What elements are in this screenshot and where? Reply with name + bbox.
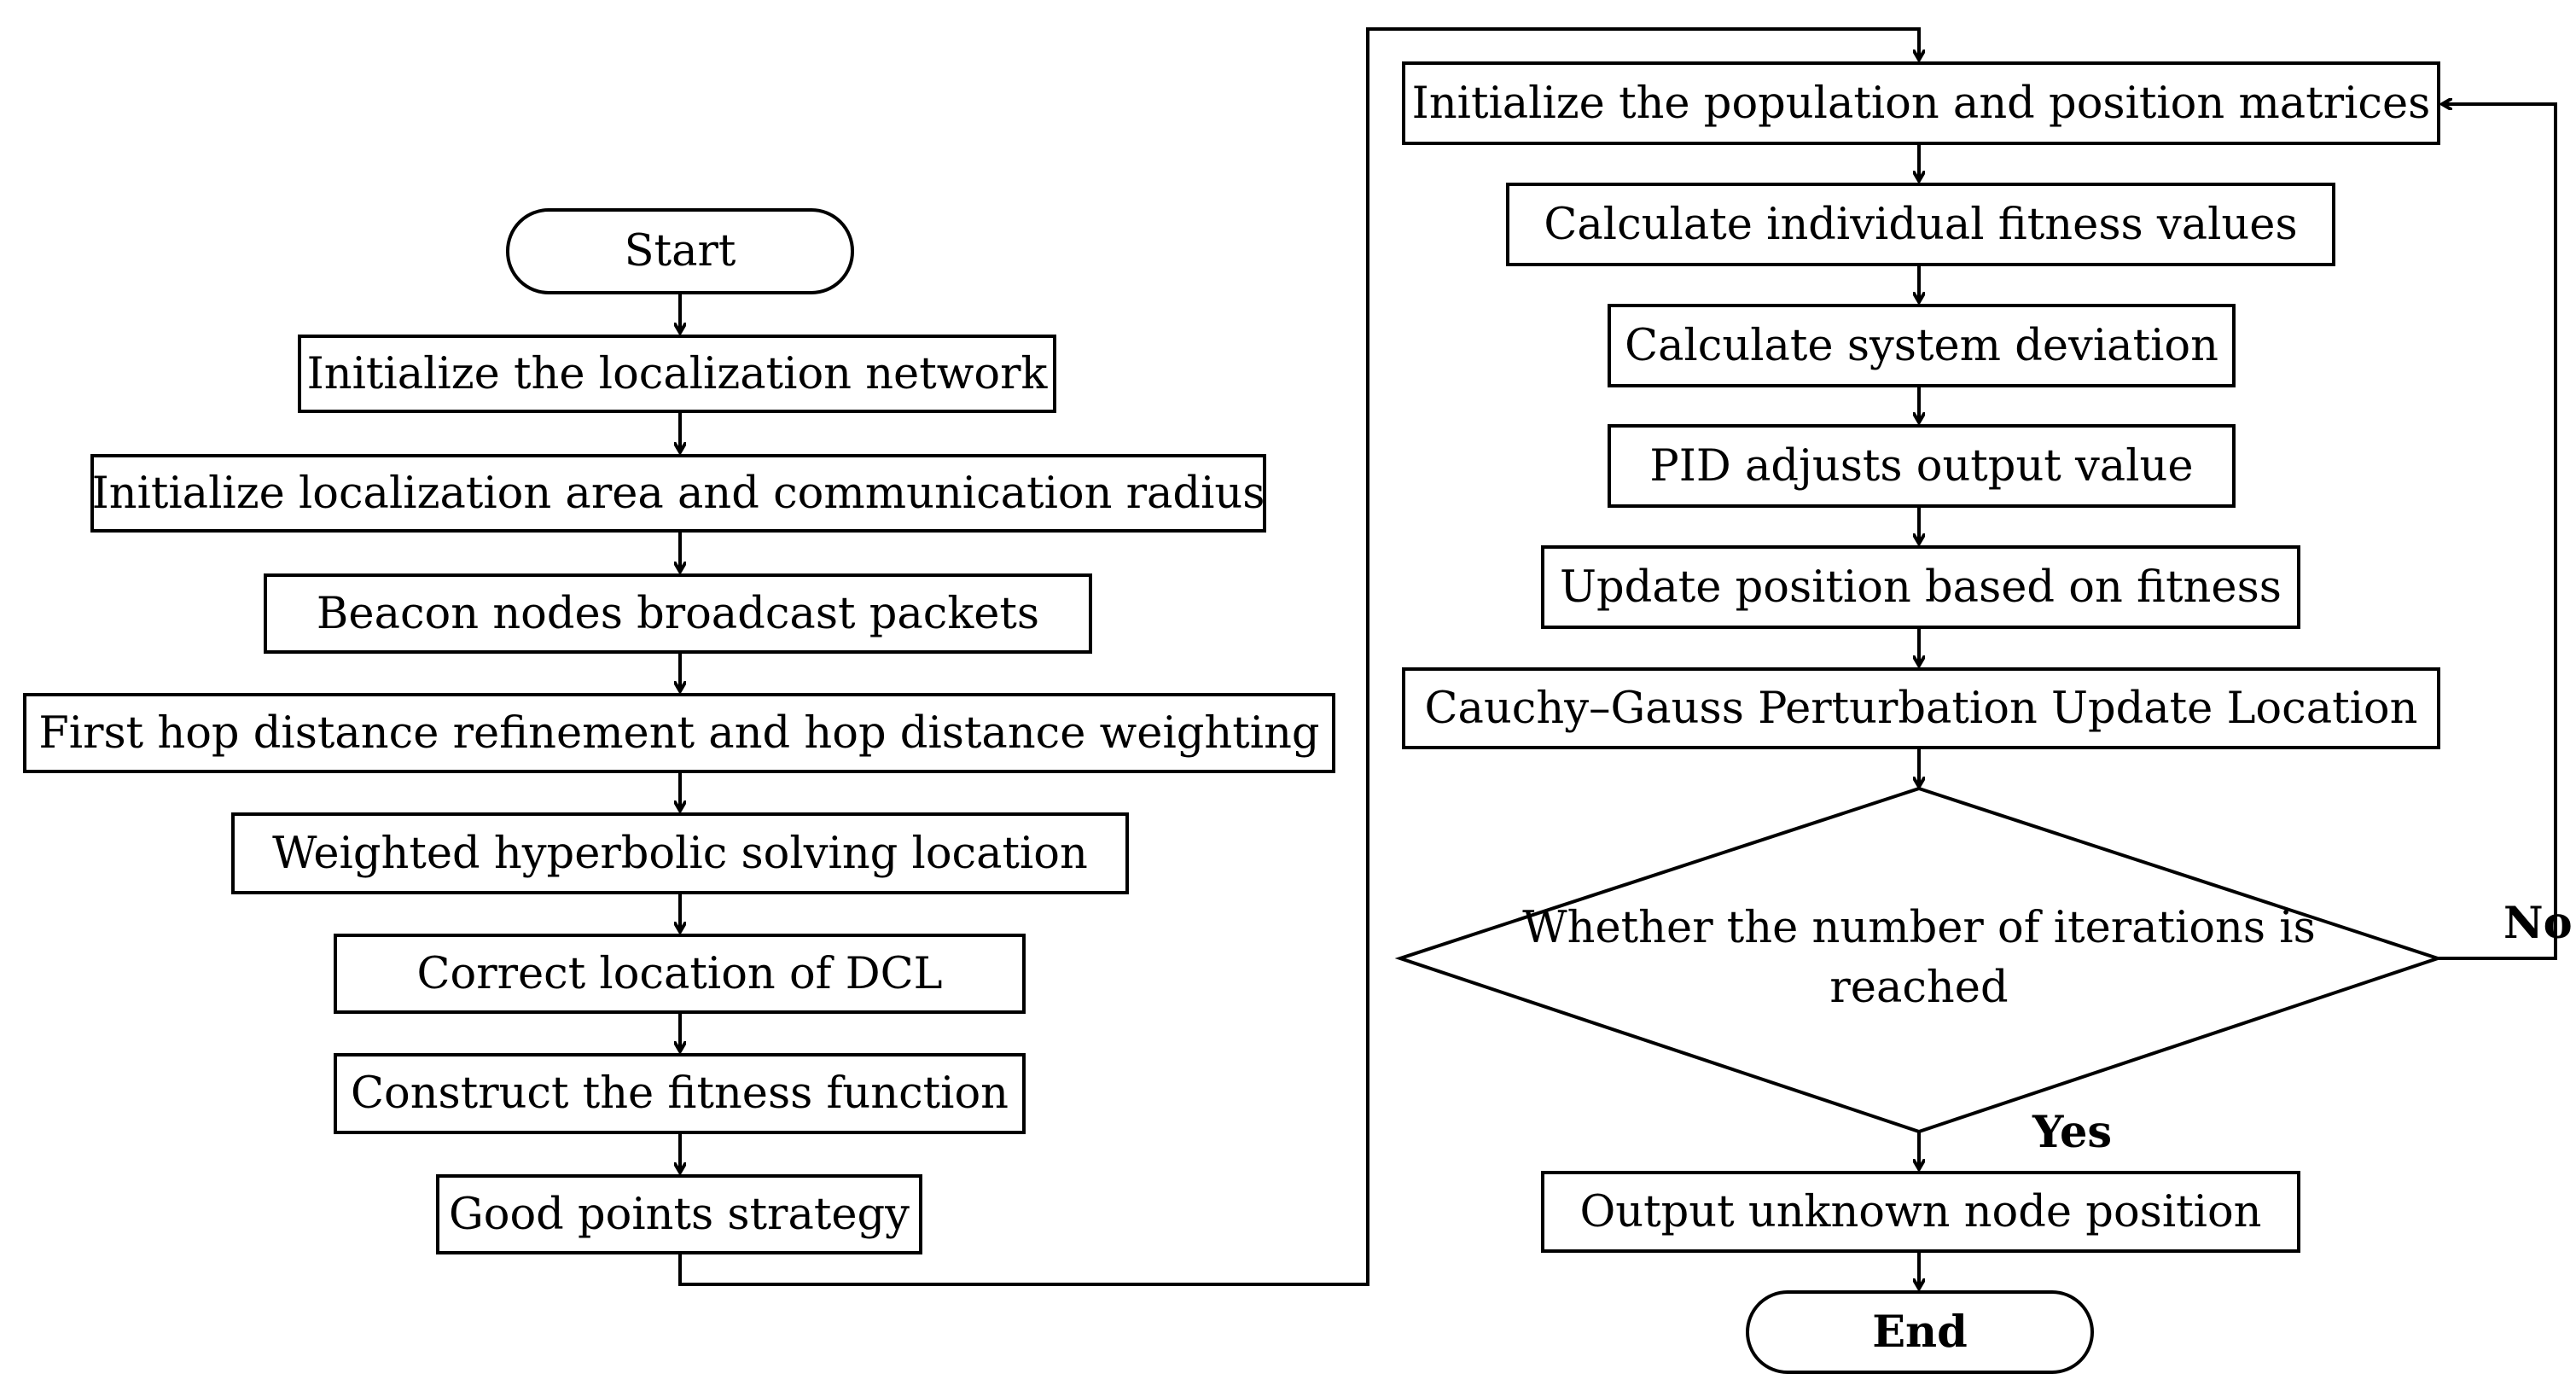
step-pid-adjusts: PID adjusts output value (1608, 424, 2236, 508)
step-label: Initialize the population and position m… (1411, 78, 2431, 129)
step-construct-fitness: Construct the fitness function (334, 1053, 1026, 1134)
step-label: Weighted hyperbolic solving location (272, 828, 1088, 879)
end-terminal: End (1746, 1290, 2094, 1374)
arrow-left-to-right-column (678, 27, 1919, 1286)
step-label: Calculate system deviation (1625, 320, 2218, 371)
decision-line-1: Whether the number of iterations is (1522, 903, 2316, 953)
step-label: Cauchy–Gauss Perturbation Update Locatio… (1424, 683, 2418, 734)
step-label: Initialize localization area and communi… (91, 468, 1265, 519)
step-output-position: Output unknown node position (1541, 1171, 2300, 1253)
step-label: Update position based on fitness (1560, 562, 2282, 613)
step-label: PID adjusts output value (1649, 440, 2194, 492)
yes-label: Yes (2032, 1107, 2113, 1158)
step-cauchy-gauss: Cauchy–Gauss Perturbation Update Locatio… (1402, 667, 2440, 749)
step-label: Beacon nodes broadcast packets (316, 588, 1040, 639)
end-label: End (1872, 1307, 1968, 1358)
arrow-no-loop (2438, 104, 2557, 960)
step-good-points-strategy: Good points strategy (436, 1174, 922, 1254)
start-label: Start (624, 226, 736, 276)
decision-line-2: reached (1829, 963, 2009, 1013)
step-label: Construct the fitness function (350, 1068, 1009, 1119)
decision-diamond (1394, 786, 2444, 1134)
decision-text: Whether the number of iterations is reac… (1509, 899, 2329, 1018)
step-calculate-fitness: Calculate individual fitness values (1506, 183, 2335, 266)
step-label: First hop distance refinement and hop di… (38, 707, 1320, 759)
step-label: Good points strategy (449, 1189, 910, 1240)
step-label: Calculate individual fitness values (1544, 199, 2298, 250)
step-label: Correct location of DCL (416, 948, 943, 999)
step-hop-distance-refinement: First hop distance refinement and hop di… (23, 693, 1335, 773)
step-initialize-area-radius: Initialize localization area and communi… (90, 454, 1266, 533)
step-weighted-hyperbolic: Weighted hyperbolic solving location (231, 812, 1129, 894)
step-beacon-broadcast: Beacon nodes broadcast packets (264, 573, 1092, 654)
step-correct-location-dcl: Correct location of DCL (334, 934, 1026, 1014)
start-terminal: Start (506, 208, 854, 294)
step-label: Output unknown node position (1579, 1186, 2262, 1237)
step-update-position: Update position based on fitness (1541, 545, 2300, 629)
step-label: Initialize the localization network (306, 348, 1048, 399)
step-calculate-deviation: Calculate system deviation (1608, 304, 2236, 387)
step-initialize-population: Initialize the population and position m… (1402, 61, 2440, 145)
step-initialize-network: Initialize the localization network (298, 335, 1056, 413)
no-label: No (2503, 898, 2573, 949)
